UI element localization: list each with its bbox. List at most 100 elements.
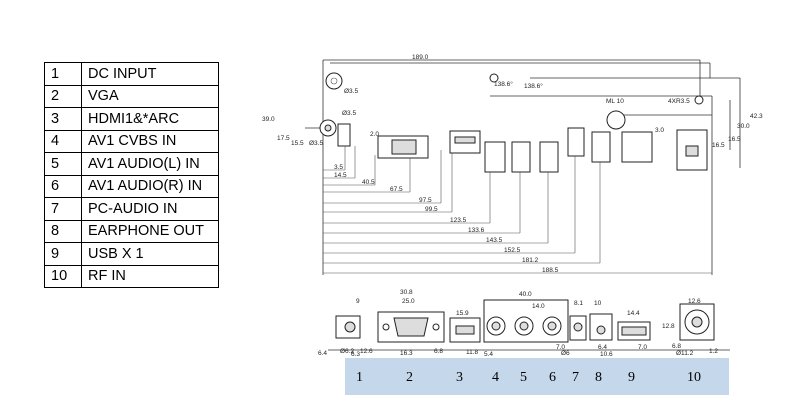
dim-188-5: 188.5 — [542, 267, 559, 274]
fdim-11-8: 11.8 — [466, 349, 479, 356]
fdim-14-4: 14.4 — [627, 310, 640, 317]
usb-body-top — [621, 131, 653, 163]
dim-17-5: 17.5 — [277, 135, 290, 142]
band-number-7: 7 — [572, 370, 579, 385]
fdim-6-8b: 6.8 — [672, 343, 681, 350]
legend-connector-name: RF IN — [81, 264, 219, 288]
mount-hole-right — [694, 95, 704, 105]
band-number-3: 3 — [456, 370, 463, 385]
band-number-5: 5 — [520, 370, 527, 385]
band-number-8: 8 — [595, 370, 602, 385]
dim-hole-top: Ø3.5 — [344, 88, 358, 95]
dim-2: 2.0 — [370, 131, 379, 138]
dim-42-3: 42.3 — [750, 113, 763, 120]
fdim-16-3: 16.3 — [400, 350, 413, 357]
fdim-9: 9 — [356, 298, 360, 305]
fdim-1-2: 1.2 — [709, 348, 718, 355]
dim-138b: 138.6° — [524, 82, 543, 90]
vga-screw-left — [382, 323, 390, 331]
dim-14-5: 14.5 — [334, 172, 347, 179]
dim-189: 189.0 — [412, 54, 429, 61]
legend-connector-name: HDMI1&*ARC — [81, 107, 219, 131]
fdim-10: 10 — [594, 300, 602, 307]
dim-hole-left: Ø3.5 — [309, 140, 323, 147]
dim-16-5b: 16.5 — [728, 136, 741, 143]
rca-l-pin — [519, 321, 529, 331]
dim-hole-dc: Ø3.5 — [342, 110, 356, 117]
dim-ml: ML 10 — [606, 98, 624, 105]
legend-connector-name: AV1 CVBS IN — [81, 129, 219, 153]
dim-133-6: 133.6 — [468, 227, 485, 234]
rf-port-top — [685, 145, 699, 157]
legend-connector-name: AV1 AUDIO(R) IN — [81, 174, 219, 198]
top-view: 189.0 Ø3.5 138.6° 138.6° 4XR3.5 42.3 ML … — [262, 54, 763, 275]
fdim-6-3: 6.3 — [351, 351, 360, 358]
fdim-6-4a: 6.4 — [318, 350, 327, 357]
dim-39: 39.0 — [262, 116, 275, 123]
rca-l-top — [511, 141, 531, 173]
dim-15-5: 15.5 — [291, 140, 304, 147]
band-number-10: 10 — [687, 370, 701, 385]
usb-mount-round — [606, 110, 626, 130]
number-band-background — [345, 358, 729, 395]
earphone-top — [591, 131, 611, 163]
fdim-12-6: 12.6 — [360, 348, 373, 355]
dim-152-5: 152.5 — [504, 247, 521, 254]
mount-hole-top — [325, 72, 343, 90]
hdmi-port-front — [455, 325, 475, 335]
number-band: 1 2 3 4 5 6 7 8 9 10 — [345, 358, 729, 395]
fdim-30-8: 30.8 — [400, 289, 413, 296]
dim-4xr: 4XR3.5 — [668, 98, 690, 105]
dc-jack-pin — [324, 124, 332, 132]
band-number-4: 4 — [492, 370, 499, 385]
fdim-8-1: 8.1 — [574, 300, 583, 307]
legend-connector-name: AV1 AUDIO(L) IN — [81, 152, 219, 176]
dim-138a: 138.6° — [494, 80, 513, 88]
vga-d-sub — [393, 317, 429, 337]
fdim-6-4b: 6.4 — [598, 344, 607, 351]
rca-r-top — [539, 141, 559, 173]
rca-cvbs-top — [484, 141, 506, 173]
dim-3-5: 3.5 — [334, 164, 343, 171]
front-view: 9 6.4 Ø6.2 6.3 12.6 30.8 25.0 16.3 6.8 1… — [318, 289, 730, 358]
fdim-5-4: 5.4 — [484, 351, 493, 358]
fdim-6-2: Ø6.2 — [340, 348, 354, 355]
dim-97-5: 97.5 — [419, 197, 432, 204]
fdim-10-6: 10.6 — [600, 351, 613, 358]
vga-shell-top — [391, 139, 417, 155]
dim-99-5: 99.5 — [425, 206, 438, 213]
fdim-7: 7.0 — [556, 344, 565, 351]
fdim-7b: 7.0 — [638, 344, 647, 351]
legend-connector-name: EARPHONE OUT — [81, 219, 219, 243]
legend-connector-name: PC-AUDIO IN — [81, 197, 219, 221]
dim-67-5: 67.5 — [390, 186, 403, 193]
legend-number: 6 — [44, 174, 82, 198]
fdim-11-2: Ø11.2 — [676, 350, 694, 357]
rf-pin — [691, 316, 703, 328]
dim-123-5: 123.5 — [450, 217, 467, 224]
dim-30: 30.0 — [737, 123, 750, 130]
earphone-hole — [596, 325, 606, 335]
band-number-1: 1 — [356, 370, 363, 385]
fdim-15-9: 15.9 — [456, 310, 469, 317]
rca-r-pin — [547, 321, 557, 331]
fdim-14: 14.0 — [532, 303, 545, 310]
fdim-12-8: 12.8 — [662, 323, 675, 330]
usb-port-front — [621, 326, 647, 336]
band-number-6: 6 — [549, 370, 556, 385]
pc-audio-top — [567, 127, 585, 157]
fdim-6: Ø6 — [561, 350, 570, 357]
pc-audio-hole — [573, 322, 583, 332]
rca-cvbs-pin — [491, 321, 501, 331]
